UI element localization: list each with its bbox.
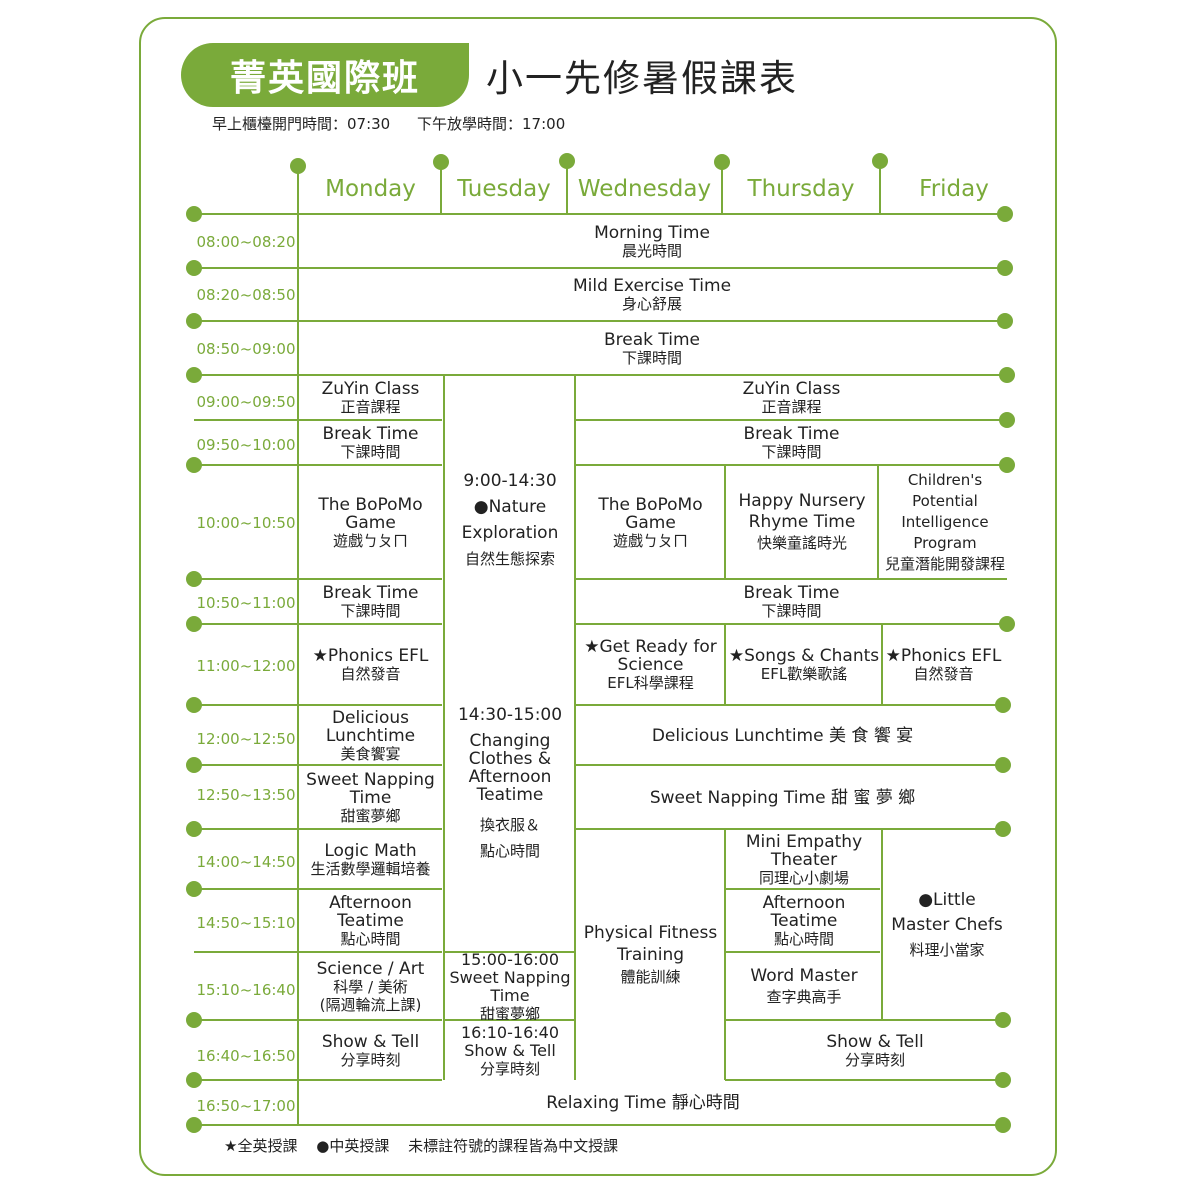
mon-zuyin-cell: ZuYin Class 正音課程 — [321, 379, 420, 416]
relaxing-time-cell: Relaxing Time 靜心時間 — [546, 1093, 740, 1113]
time-slot-label: 15:10~16:40 — [196, 981, 296, 999]
thu-songs-chants-cell: ★Songs & Chants EFL歡樂歌謠 — [728, 646, 880, 683]
mon-phonics-cell: ★Phonics EFL 自然發音 — [312, 646, 429, 683]
school-hours: 早上櫃檯開門時間：07:30 下午放學時間：17:00 — [212, 113, 587, 134]
legend: ★全英授課 ●中英授課 未標註符號的課程皆為中文授課 — [224, 1135, 632, 1156]
thu-fri-show-tell-cell: Show & Tell 分享時刻 — [826, 1031, 924, 1069]
day-header-wednesday: Wednesday — [577, 176, 712, 202]
time-slot-label: 08:50~09:00 — [196, 339, 296, 358]
day-header-friday: Friday — [919, 176, 989, 202]
day-header-thursday: Thursday — [747, 176, 855, 202]
legend-bilingual: ●中英授課 — [316, 1137, 390, 1155]
legend-english-only: ★全英授課 — [224, 1137, 298, 1155]
wed-fri-break-cell: Break Time 下課時間 — [743, 424, 840, 461]
open-time: 早上櫃檯開門時間：07:30 — [212, 115, 391, 133]
mon-teatime-cell: Afternoon Teatime 點心時間 — [329, 893, 412, 948]
time-slot-label: 10:00~10:50 — [196, 513, 296, 532]
mon-bopomo-cell: The BoPoMo Game 遊戲ㄅㄆㄇ — [318, 494, 423, 550]
wed-bopomo-cell: The BoPoMo Game 遊戲ㄅㄆㄇ — [598, 494, 703, 550]
break-time-cell: Break Time 下課時間 — [603, 329, 700, 367]
time-slot-label: 16:40~16:50 — [196, 1047, 296, 1065]
time-slot-label: 16:50~17:00 — [196, 1097, 296, 1115]
time-slot-label: 12:00~12:50 — [196, 730, 296, 748]
morning-time-cell: Morning Time 晨光時間 — [594, 222, 710, 260]
tue-nap-cell: 15:00-16:00 Sweet Napping Time 甜蜜夢鄉 — [449, 953, 571, 1020]
thu-word-master-cell: Word Master 查字典高手 — [750, 965, 858, 1006]
wed-fri-break-cell: Break Time 下課時間 — [743, 583, 840, 620]
mon-break-cell: Break Time 下課時間 — [322, 583, 419, 620]
fri-potential-program-cell: Children's Potential Intelligence Progra… — [884, 471, 1005, 573]
day-header-tuesday: Tuesday — [457, 176, 551, 202]
fri-phonics-cell: ★Phonics EFL 自然發音 — [885, 646, 1002, 683]
mon-break-cell: Break Time 下課時間 — [322, 424, 419, 461]
time-slot-label: 14:00~14:50 — [196, 853, 296, 871]
time-slot-label: 10:50~11:00 — [196, 594, 296, 612]
page-title: 小一先修暑假課表 — [486, 57, 798, 100]
tue-changing-teatime-cell: 14:30-15:00 Changing Clothes & Afternoon… — [457, 705, 563, 860]
wed-fri-nap-cell: Sweet Napping Time 甜 蜜 夢 鄉 — [649, 787, 916, 808]
mon-nap-cell: Sweet Napping Time 甜蜜夢鄉 — [306, 769, 435, 825]
time-slot-label: 09:50~10:00 — [196, 436, 296, 454]
day-header-monday: Monday — [325, 176, 416, 202]
brand-badge: 菁英國際班 — [181, 43, 469, 107]
tue-nature-exploration-cell: 9:00-14:30 ●Nature Exploration 自然生態探索 — [461, 471, 559, 568]
wed-physical-fitness-cell: Physical Fitness Training 體能訓練 — [583, 923, 718, 986]
thu-empathy-theater-cell: Mini Empathy Theater 同理心小劇場 — [745, 831, 863, 887]
time-slot-label: 09:00~09:50 — [196, 393, 296, 411]
thu-nursery-rhyme-cell: Happy Nursery Rhyme Time 快樂童謠時光 — [738, 491, 866, 552]
time-slot-label: 11:00~12:00 — [196, 657, 296, 675]
close-time: 下午放學時間：17:00 — [417, 115, 566, 133]
mon-lunch-cell: Delicious Lunchtime 美食饗宴 — [325, 707, 416, 763]
wed-science-efl-cell: ★Get Ready for Science EFL科學課程 — [584, 637, 717, 692]
mon-show-tell-cell: Show & Tell 分享時刻 — [321, 1031, 420, 1069]
time-slot-label: 12:50~13:50 — [196, 786, 296, 804]
mon-logic-math-cell: Logic Math 生活數學邏輯培養 — [310, 840, 431, 878]
fri-master-chefs-cell: ●Little Master Chefs 料理小當家 — [891, 889, 1003, 959]
tue-show-tell-cell: 16:10-16:40 Show & Tell 分享時刻 — [461, 1022, 559, 1078]
schedule-frame — [139, 17, 1057, 1176]
thu-teatime-cell: Afternoon Teatime 點心時間 — [762, 893, 846, 948]
time-slot-label: 08:00~08:20 — [196, 233, 296, 251]
wed-fri-zuyin-cell: ZuYin Class 正音課程 — [742, 379, 841, 416]
wed-fri-lunch-cell: Delicious Lunchtime 美 食 饗 宴 — [651, 725, 914, 746]
mild-exercise-cell: Mild Exercise Time 身心舒展 — [572, 276, 732, 313]
mon-science-art-cell: Science / Art 科學 / 美術 (隔週輪流上課) — [316, 958, 425, 1014]
time-slot-label: 08:20~08:50 — [196, 286, 296, 304]
legend-chinese-only: 未標註符號的課程皆為中文授課 — [408, 1137, 619, 1155]
time-slot-label: 14:50~15:10 — [196, 914, 296, 932]
